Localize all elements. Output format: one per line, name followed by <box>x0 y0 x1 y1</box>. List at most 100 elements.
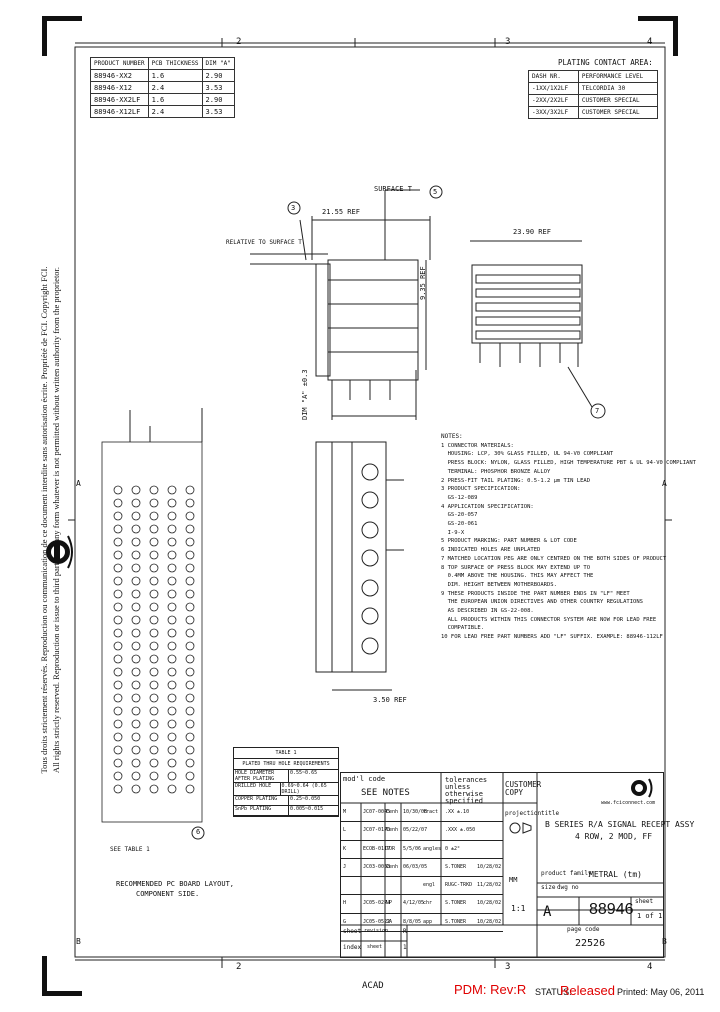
note-line: COMPATIBLE. <box>441 625 485 632</box>
revision-cell: Cenh <box>386 809 399 815</box>
pcb-hole <box>167 550 177 560</box>
pcb-hole <box>131 589 141 599</box>
table-header: DASH NR. <box>528 70 579 83</box>
pcb-hole <box>131 537 141 547</box>
pcb-hole <box>113 680 123 690</box>
table-cell: DRILLED HOLE <box>234 783 281 795</box>
approver-cell: S.TONER <box>445 863 467 870</box>
pcb-hole <box>131 654 141 664</box>
pcb-hole <box>149 485 159 495</box>
revision-cell: 0 ±2° <box>445 845 461 852</box>
projection-symbol-icon <box>509 822 532 834</box>
table-cell: 0.25~0.050 <box>290 796 321 802</box>
pcb-hole <box>149 693 159 703</box>
note-line: GS-20-057 <box>441 512 478 519</box>
revision-value: R <box>403 928 407 935</box>
zone-label: B <box>76 937 81 946</box>
size-label: size <box>541 884 556 891</box>
status-label: STATUS: <box>535 987 572 997</box>
pcb-hole <box>167 615 177 625</box>
revision-cell: Cenh <box>386 863 399 870</box>
revision-cell: H <box>343 900 347 907</box>
corner-mark-bl <box>42 956 47 996</box>
table-1-subtitle: PLATED THRU HOLE REQUIREMENTS <box>234 759 338 770</box>
revision-cell: G <box>343 918 347 925</box>
pcb-hole <box>185 745 195 755</box>
fci-logo-mark <box>46 535 73 569</box>
pcb-hole <box>149 615 159 625</box>
table-cell: -1XX/1X2LF <box>528 82 579 95</box>
pcb-hole <box>149 589 159 599</box>
pcb-hole <box>149 511 159 521</box>
table-row: -3XX/3X2LF CUSTOMER SPECIAL <box>528 106 659 119</box>
table-header: DIM "A" <box>201 57 235 70</box>
note-line: AS DESCRIBED IN GS-22-008. <box>441 608 534 615</box>
pcb-hole <box>185 550 195 560</box>
note-line: GS-20-061 <box>441 521 478 528</box>
pcb-hole <box>149 628 159 638</box>
table-cell: 2.90 <box>201 69 235 82</box>
pcb-hole <box>167 784 177 794</box>
index-row-sheet: sheet <box>367 944 383 950</box>
customer-copy-label: CUSTOMER COPY <box>505 780 542 797</box>
revision-cell: fract <box>423 809 439 815</box>
table-header: PERFORMANCE LEVEL <box>577 70 659 83</box>
size-value: A <box>543 904 552 920</box>
pdm-revision: PDM: Rev:R <box>454 982 527 997</box>
pcb-hole <box>185 693 195 703</box>
pcb-hole <box>167 771 177 781</box>
fci-title-logo <box>625 775 655 805</box>
revision-cell: 10/30/08 <box>403 809 428 815</box>
zone-label: 3 <box>505 962 511 972</box>
revision-cell: JA <box>386 918 393 925</box>
table-cell: -3XX/3X2LF <box>528 106 579 119</box>
sheet-row-label: sheet <box>343 928 362 935</box>
zone-label: A <box>662 479 667 488</box>
corner-mark-bl <box>42 991 82 996</box>
pcb-hole <box>185 771 195 781</box>
pcb-hole <box>167 693 177 703</box>
pcb-hole <box>131 563 141 573</box>
table-row: DASH NR. PERFORMANCE LEVEL <box>528 70 659 83</box>
note-line: THE EUROPEAN UNION DIRECTIVES AND OTHER … <box>441 599 643 606</box>
approver-cell: S.TONER <box>445 900 467 907</box>
pcb-hole <box>131 485 141 495</box>
pcb-hole <box>185 784 195 794</box>
index-row-value: 1 <box>403 944 407 951</box>
pcb-hole <box>167 511 177 521</box>
pcb-hole <box>167 498 177 508</box>
revision-cell: J <box>343 863 347 870</box>
title-field-label: title <box>541 810 560 817</box>
pcb-hole <box>185 563 195 573</box>
table-row: -2XX/2X2LF CUSTOMER SPECIAL <box>528 94 659 107</box>
pcb-hole <box>185 719 195 729</box>
revision-cell: 05/22/07 <box>403 827 428 834</box>
pcb-hole <box>113 654 123 664</box>
acad-label: ACAD <box>362 981 384 991</box>
pcb-hole <box>185 576 195 586</box>
pcb-hole <box>113 615 123 625</box>
note-line: PRESS BLOCK: NYLON, GLASS FILLED, HIGH T… <box>441 460 696 467</box>
revision-cell: Cenh <box>386 827 399 834</box>
product-family-value: METRAL (tm) <box>589 870 642 879</box>
table-cell: 88946-X12 <box>90 81 149 94</box>
revision-cell: .XXX ±.050 <box>445 827 476 834</box>
notice-line-fr: Tous droits strictement réservés. Reprod… <box>39 266 49 774</box>
title-block: mod'l code SEE NOTES tolerances unless o… <box>340 772 694 958</box>
pcb-hole <box>149 602 159 612</box>
table-row: -1XX/1X2LF TELCORDIA 30 <box>528 82 659 95</box>
pcb-hole <box>185 641 195 651</box>
table-1-title: TABLE 1 <box>234 748 338 759</box>
pcb-hole <box>149 563 159 573</box>
note-line: 8 TOP SURFACE OF PRESS BLOCK MAY EXTEND … <box>441 564 591 571</box>
pcb-hole <box>185 615 195 625</box>
zone-label: 4 <box>647 37 653 47</box>
pcb-hole <box>113 550 123 560</box>
table-cell: 88946-XX2LF <box>90 93 149 106</box>
website-label: www.fciconnect.com <box>601 800 656 806</box>
pcb-hole <box>149 719 159 729</box>
table-cell: 0.69~0.64 (0.65 DRILL) <box>281 783 327 795</box>
fci-icon <box>631 778 653 798</box>
status-value: Released <box>560 983 615 998</box>
